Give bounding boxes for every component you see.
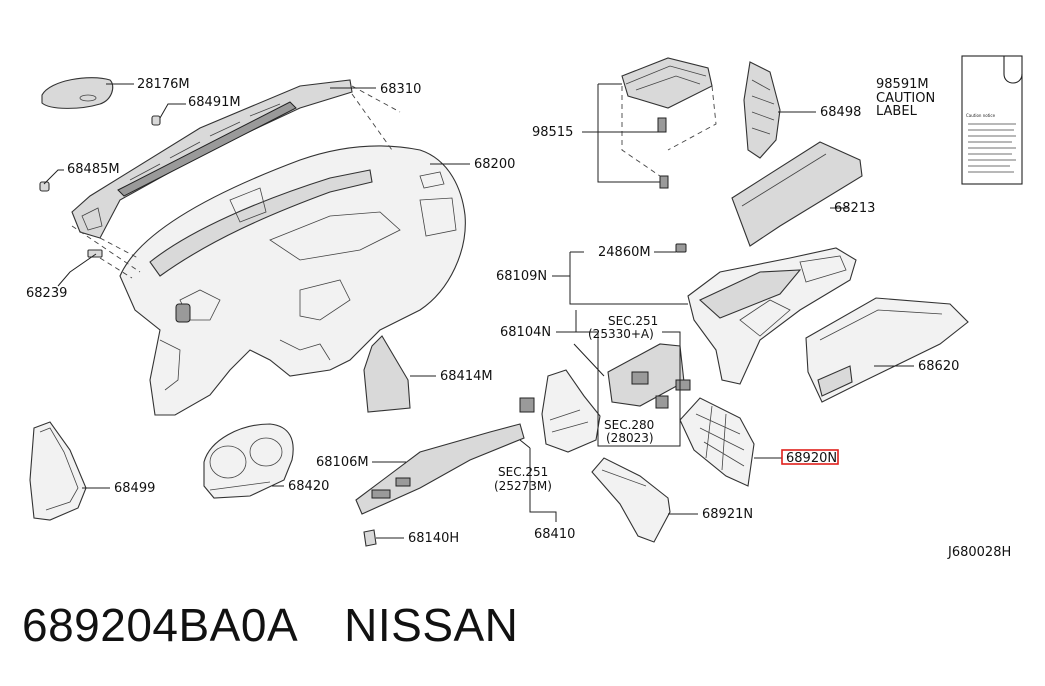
brand-name: NISSAN [344, 599, 519, 651]
callout-sec280-ref: (28023) [606, 431, 654, 445]
callout-68499: 68499 [114, 481, 155, 496]
callout-68414m: 68414M [440, 369, 493, 384]
callout-24860m: 24860M [598, 245, 651, 260]
callout-68239: 68239 [26, 286, 67, 301]
part-68420-meter-hood [203, 423, 294, 499]
diagram-code: J680028H [947, 545, 1011, 560]
part-68239-tab [87, 249, 103, 258]
callout-label: LABEL [876, 104, 918, 119]
callout-68106m: 68106M [316, 455, 369, 470]
callout-68498: 68498 [820, 105, 861, 120]
callout-labels: 28176M 68491M 68310 68485M 68200 68239 9… [26, 77, 1011, 560]
callout-68310: 68310 [380, 82, 421, 97]
callout-caution: CAUTION [876, 91, 935, 106]
callout-28176m: 28176M [137, 77, 190, 92]
callout-68213: 68213 [834, 201, 875, 216]
dash-guide-left [71, 225, 141, 279]
part-28176m-sensor-cover [41, 77, 114, 109]
callout-sec280: SEC.280 [604, 418, 654, 432]
part-68109n-lower-panel [687, 247, 857, 385]
part-68213-lid [731, 141, 863, 247]
part-68620-glove-box [805, 297, 969, 403]
callout-68920n: 68920N [786, 451, 837, 466]
callout-sec251-a-ref: (25330+A) [588, 327, 654, 341]
callout-68491m: 68491M [188, 95, 241, 110]
part-68491m-clip [151, 115, 161, 126]
part-68498-bracket [743, 61, 781, 159]
part-sec251-switch-panel [607, 343, 691, 409]
callout-68140h: 68140H [408, 531, 459, 546]
callout-68109n: 68109N [496, 269, 547, 284]
callout-68410: 68410 [534, 527, 575, 542]
part-68414m-side-cover [363, 335, 411, 413]
callout-68620: 68620 [918, 359, 959, 374]
parts-diagram: Caution notice [26, 55, 1023, 560]
callout-sec251-b-ref: (25273M) [494, 479, 552, 493]
callout-68921n: 68921N [702, 507, 753, 522]
callout-68420: 68420 [288, 479, 329, 494]
part-68140h-clip [363, 529, 377, 547]
highlight-box-68920n [781, 449, 839, 465]
part-68106m-finisher [355, 423, 525, 515]
part-68410-console [519, 369, 601, 453]
leader-lines [43, 83, 914, 539]
part-caption: 689204BA0A NISSAN [22, 598, 518, 652]
part-number: 689204BA0A [22, 599, 299, 651]
label-card-text: Caution notice [966, 113, 996, 118]
part-68485m-clip [39, 181, 50, 192]
callout-sec251-a: SEC.251 [608, 314, 658, 328]
callout-98591m: 98591M [876, 77, 929, 92]
part-98591m-caution-label: Caution notice [961, 55, 1023, 185]
part-68920n-lower-cover [679, 397, 755, 487]
dash-guide-top [351, 85, 401, 151]
callout-98515: 98515 [532, 125, 573, 140]
part-24860m-connector [675, 243, 687, 253]
callout-68485m: 68485M [67, 162, 120, 177]
callout-sec251-b: SEC.251 [498, 465, 548, 479]
part-68200-instrument-panel [119, 145, 466, 416]
part-98515-airbag [621, 57, 717, 189]
callout-68200: 68200 [474, 157, 515, 172]
part-68499-panel [29, 421, 87, 521]
part-68310-top-cover [71, 79, 353, 239]
callout-68104n: 68104N [500, 325, 551, 340]
part-68921n-side-cover [591, 457, 671, 543]
